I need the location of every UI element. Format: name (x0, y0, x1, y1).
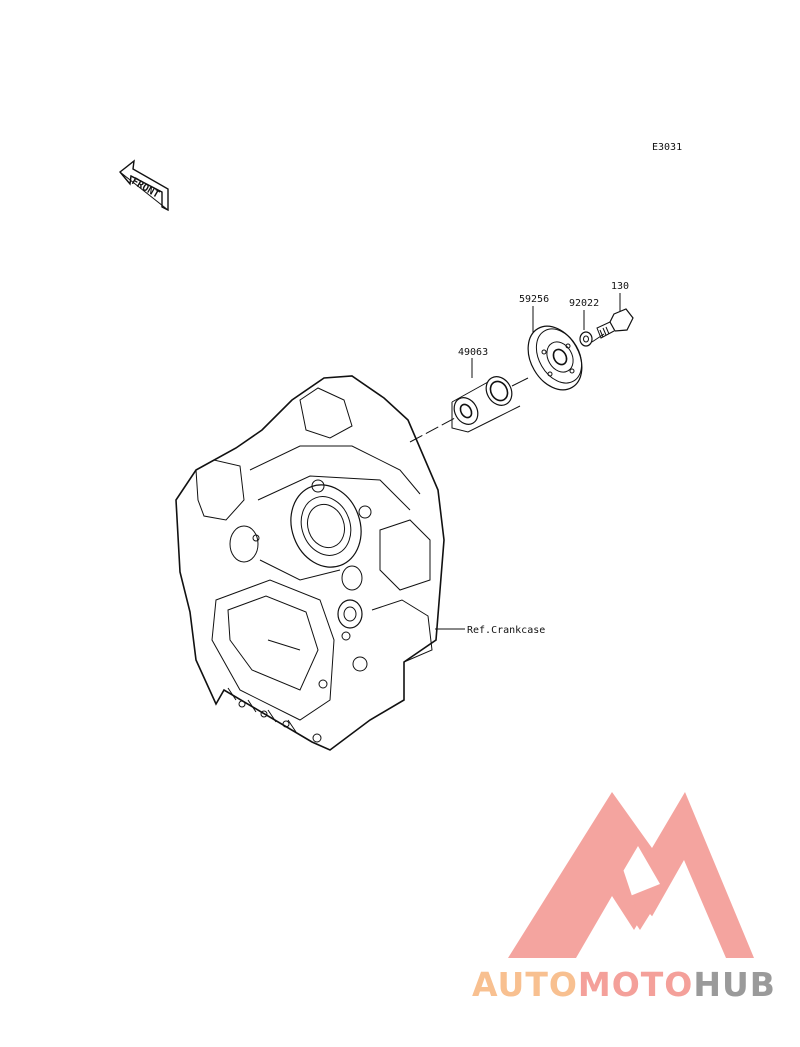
leader-lines (409, 293, 621, 443)
front-arrow-icon: FRONT (119, 159, 169, 212)
part-group-bracket (451, 402, 521, 433)
washer-icon (579, 331, 593, 347)
watermark-word-moto: MOTO (578, 965, 693, 1004)
part-label-59256: 59256 (519, 294, 549, 305)
watermark-word-hub: HUB (693, 965, 776, 1004)
watermark-logo (508, 792, 754, 958)
crankcase-icon (175, 375, 445, 751)
watermark-text: AUTOMOTOHUB (472, 965, 776, 1004)
oil-seal-icon (453, 376, 513, 425)
cover-plate-icon (527, 325, 583, 391)
part-label-130: 130 (611, 281, 629, 292)
part-label-92022: 92022 (569, 298, 599, 309)
bolt-icon (596, 308, 634, 339)
part-label-49063: 49063 (458, 347, 488, 358)
reference-label: Ref.Crankcase (467, 625, 545, 636)
diagram-code: E3031 (652, 142, 682, 153)
watermark-word-auto: AUTO (472, 965, 578, 1004)
